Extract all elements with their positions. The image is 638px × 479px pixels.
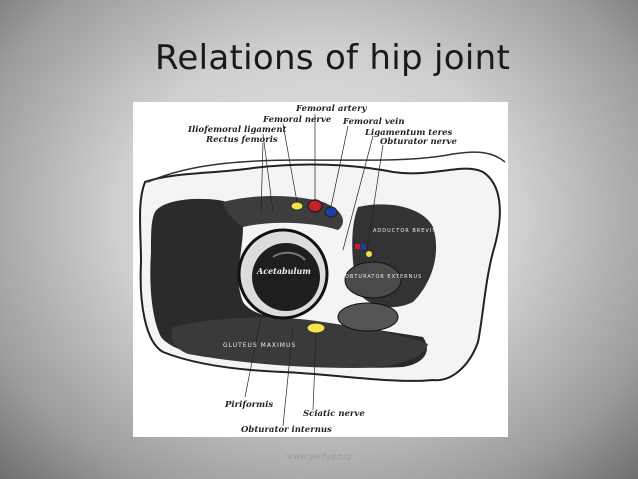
hip-cross-section-illustration: Femoral artery Femoral nerve Femoral vei…	[139, 104, 506, 435]
label-iliofemoral-ligament: Iliofemoral ligament	[187, 125, 286, 135]
obturator-artery-marker	[355, 244, 360, 249]
skin-contour	[147, 151, 506, 183]
label-obturator-internus: Obturator internus	[241, 425, 332, 435]
femoral-artery-marker	[307, 199, 323, 213]
femoral-nerve-marker	[290, 201, 304, 211]
label-obturator-nerve: Obturator nerve	[380, 137, 457, 147]
femoral-vein-marker	[324, 206, 338, 218]
anatomy-figure: Femoral artery Femoral nerve Femoral vei…	[133, 102, 508, 437]
label-sciatic-nerve: Sciatic nerve	[303, 409, 365, 419]
muscle-text-adductor-brevis: ADDUCTOR BREVIS	[373, 228, 436, 234]
label-ligamentum-teres: Ligamentum teres	[364, 128, 453, 138]
slide-title: Relations of hip joint	[155, 38, 511, 78]
obturator-nerve-marker	[366, 251, 372, 257]
obturator-externus-muscle	[344, 261, 402, 299]
label-rectus-femoris: Rectus femoris	[205, 135, 278, 145]
leader-lines	[244, 114, 384, 427]
femoral-head	[252, 243, 320, 311]
muscle-text-obturator-externus: OBTURATOR EXTERNUS	[345, 274, 422, 280]
label-femoral-vein: Femoral vein	[342, 117, 405, 127]
label-femoral-nerve: Femoral nerve	[262, 115, 332, 125]
obturator-vein-marker	[361, 244, 366, 249]
muscle-text-gluteus-maximus: GLUTEUS MAXIMUS	[223, 342, 296, 349]
footer-source: www.ganfyd.org	[286, 452, 352, 461]
femoral-head-highlight	[272, 251, 306, 261]
quadratus-region	[337, 302, 399, 332]
label-femoral-artery: Femoral artery	[295, 104, 368, 114]
label-piriformis: Piriformis	[224, 400, 273, 410]
label-acetabulum: Acetabulum	[256, 266, 311, 276]
sciatic-nerve-marker	[306, 322, 326, 334]
